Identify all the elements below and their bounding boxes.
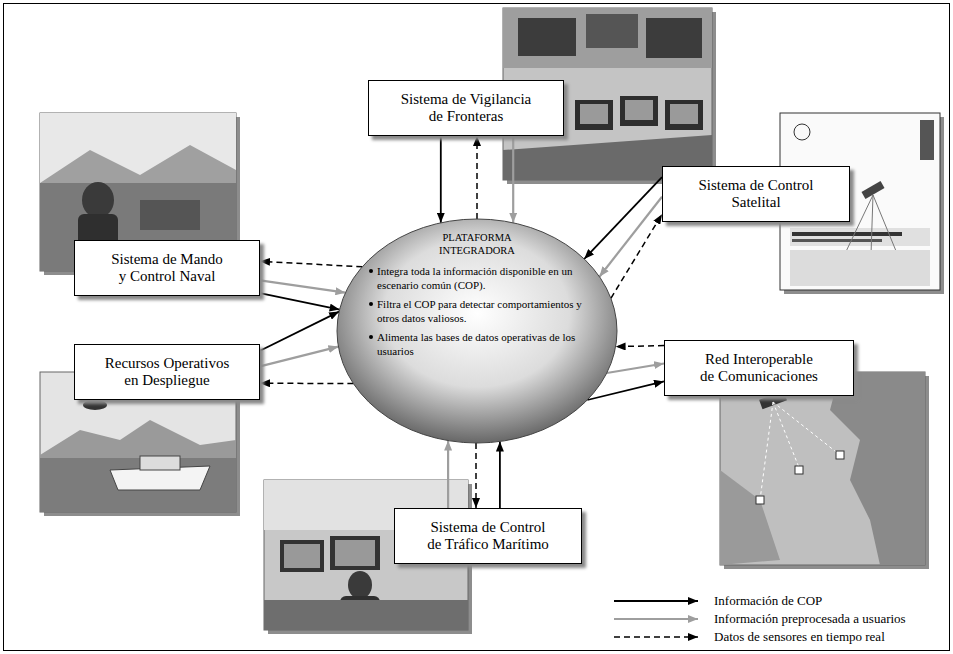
control-room-photo-part xyxy=(518,18,576,56)
preprocessed-info-arrow xyxy=(260,347,338,367)
control-room-photo-part xyxy=(670,104,698,124)
communications-map-part xyxy=(830,372,925,565)
ship-bridge-photo-part xyxy=(40,145,236,183)
bullet-item: Integra toda la información disponible e… xyxy=(368,264,582,292)
communications-map-part xyxy=(720,470,780,565)
legend-samples xyxy=(614,601,698,637)
system-box: Sistema de Mando y Control Naval xyxy=(74,240,260,296)
bullet-text: Filtra el COP para detectar comportamien… xyxy=(377,298,582,324)
box-label: Sistema de Mando y Control Naval xyxy=(108,251,226,285)
traffic-center-photo-part xyxy=(284,544,320,568)
bullet-list: Integra toda la información disponible e… xyxy=(368,264,582,363)
control-room-photo-part xyxy=(625,100,653,120)
patrol-boat-photo-part xyxy=(83,400,107,410)
document-cover-part xyxy=(920,120,934,160)
ellipse-outline xyxy=(337,219,617,443)
system-box: Recursos Operativos en Despliegue xyxy=(74,344,260,400)
ship-bridge-photo-part xyxy=(40,113,236,183)
communications-map-part xyxy=(760,402,773,500)
legend-samples-part xyxy=(614,636,698,638)
legend-samples-part xyxy=(614,600,698,602)
traffic-center-photo-part xyxy=(280,540,324,572)
patrol-boat-photo-part xyxy=(140,456,180,470)
system-box: Sistema de Vigilancia de Fronteras xyxy=(368,80,564,136)
sensor-data-arrow xyxy=(260,382,353,384)
box-label: Sistema de Vigilancia de Fronteras xyxy=(396,91,536,125)
box-label: Red Interoperable de Comunicaciones xyxy=(698,351,820,385)
preprocessed-info-arrow xyxy=(607,364,664,374)
traffic-center-photo-part xyxy=(264,600,468,630)
system-box: Sistema de Control Satelital xyxy=(662,166,850,222)
sensor-data-arrow xyxy=(475,443,477,508)
preprocessed-info-arrow xyxy=(599,197,662,277)
bullet-dot xyxy=(369,335,373,339)
bullet-dot xyxy=(369,269,373,273)
sensor-data-arrow xyxy=(476,136,478,219)
platform-ellipse: PLATAFORMA INTEGRADORA Integra toda la in… xyxy=(336,218,618,444)
control-room-photo-part xyxy=(503,8,712,68)
document-cover-part xyxy=(790,228,930,246)
legend-samples-part xyxy=(614,618,698,620)
frame-border xyxy=(4,4,950,651)
ship-bridge-photo-part xyxy=(140,200,200,230)
sensor-data-arrow xyxy=(616,346,664,347)
document-cover-part xyxy=(792,232,902,236)
patrol-boat-photo-part xyxy=(40,420,236,460)
cop-info-arrow xyxy=(440,136,442,223)
control-room-photo-part xyxy=(665,100,703,130)
sensor-data-arrow xyxy=(611,214,662,298)
sensor-data-arrow xyxy=(260,261,362,267)
traffic-center-photo-part xyxy=(330,536,380,570)
communications-map xyxy=(720,372,929,569)
preprocessed-info-arrow xyxy=(260,280,345,292)
legend-text: Datos de sensores en tiempo real xyxy=(714,629,885,645)
preprocessed-info-arrow xyxy=(447,441,449,508)
box-label: Sistema de Control Satelital xyxy=(681,177,831,211)
cop-info-arrow xyxy=(260,312,339,351)
communications-map-part xyxy=(773,402,800,470)
box-label: Recursos Operativos en Despliegue xyxy=(101,355,233,389)
control-room-photo-part xyxy=(620,96,658,126)
box-label: Sistema de Control de Tráfico Marítimo xyxy=(425,519,551,553)
platform-title: PLATAFORMA INTEGRADORA xyxy=(422,232,532,257)
document-cover-part xyxy=(790,250,930,286)
communications-map-part xyxy=(836,451,844,459)
traffic-center-photo-part xyxy=(348,571,372,599)
patrol-boat-photo-part xyxy=(40,458,236,512)
bullet-text: Integra toda la información disponible e… xyxy=(377,265,573,291)
communications-map-part xyxy=(720,372,925,565)
control-room-photo-part xyxy=(580,104,608,124)
bullet-dot xyxy=(369,302,373,306)
bullet-item: Alimenta las bases de datos operativas d… xyxy=(368,330,582,358)
control-room-photo-part xyxy=(575,100,613,130)
document-cover-part xyxy=(792,239,882,242)
traffic-center-photo-part xyxy=(335,540,375,566)
communications-map-part xyxy=(795,466,803,474)
legend-text: Información de COP xyxy=(714,593,822,609)
control-room-photo-part xyxy=(586,14,638,48)
document-cover-part xyxy=(794,124,810,140)
bullet-text: Alimenta las bases de datos operativas d… xyxy=(377,331,575,357)
control-room-photo-part xyxy=(646,18,702,58)
system-box: Red Interoperable de Comunicaciones xyxy=(664,340,854,396)
cop-info-arrow xyxy=(260,293,340,309)
system-box: Sistema de Control de Tráfico Marítimo xyxy=(394,508,582,564)
preprocessed-info-arrow xyxy=(512,136,514,223)
ship-bridge-photo-part xyxy=(82,182,114,218)
cop-info-arrow xyxy=(499,442,501,509)
communications-map-part xyxy=(756,496,764,504)
bullet-item: Filtra el COP para detectar comportamien… xyxy=(368,297,582,325)
legend-text: Información preprocesada a usuarios xyxy=(714,611,906,627)
communications-map-part xyxy=(773,402,840,455)
